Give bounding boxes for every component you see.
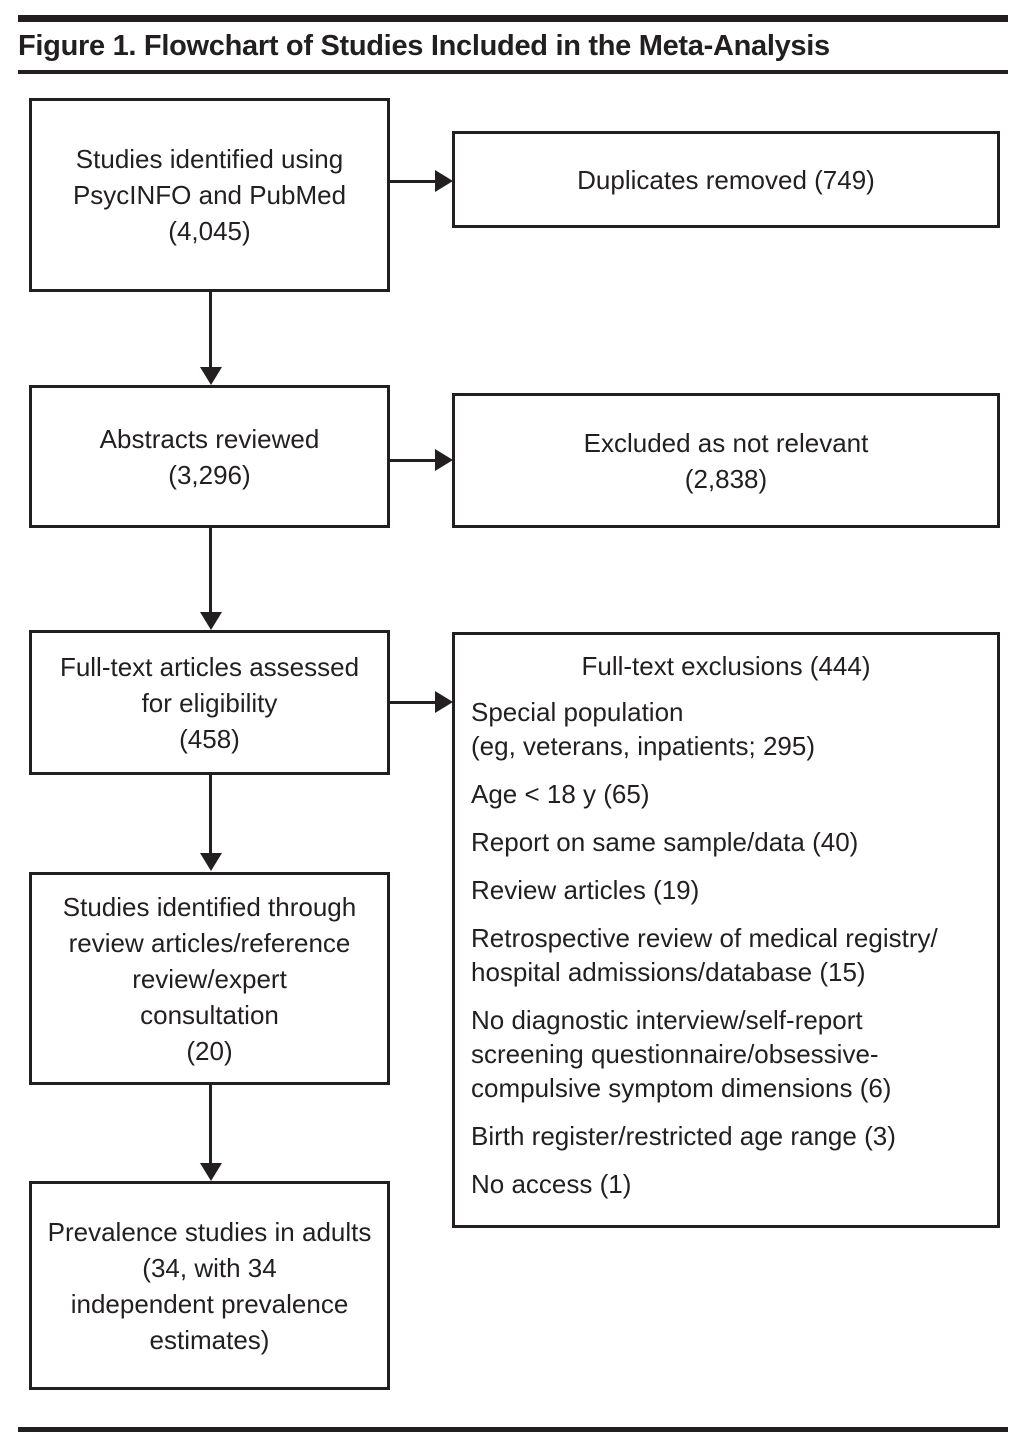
node-studies-through-review-label: Studies identified through review articl… xyxy=(62,891,357,1066)
connector-abstracts-to-excluded-line xyxy=(390,459,437,462)
title-underline-rule xyxy=(18,70,1008,74)
connector-identified-to-duplicates-line xyxy=(390,180,437,183)
node-abstracts-reviewed: Abstracts reviewed (3,296) xyxy=(29,385,390,528)
connector-fulltext-to-otherstudies-arrowhead xyxy=(200,853,222,871)
node-duplicates-removed: Duplicates removed (749) xyxy=(452,131,1000,228)
node-duplicates-removed-label: Duplicates removed (749) xyxy=(577,164,875,195)
connector-identified-to-abstracts-line xyxy=(209,292,212,369)
exclusion-item-retrospective-review: Retrospective review of medical registry… xyxy=(471,923,938,987)
node-prevalence-studies-included-label: Prevalence studies in adults (34, with 3… xyxy=(47,1216,372,1355)
connector-abstracts-to-excluded-arrowhead xyxy=(435,449,453,471)
node-studies-through-review: Studies identified through review articl… xyxy=(29,872,390,1085)
node-abstracts-reviewed-label: Abstracts reviewed (3,296) xyxy=(99,423,320,490)
panel-fulltext-exclusions: Full-text exclusions (444) Special popul… xyxy=(452,632,1000,1228)
node-studies-identified-label: Studies identified using PsycINFO and Pu… xyxy=(72,144,347,246)
connector-otherstudies-to-included-line xyxy=(209,1085,212,1165)
connector-fulltext-to-otherstudies-line xyxy=(209,775,212,855)
node-prevalence-studies-included: Prevalence studies in adults (34, with 3… xyxy=(29,1181,390,1390)
connector-identified-to-abstracts-arrowhead xyxy=(200,367,222,385)
node-excluded-not-relevant-label: Excluded as not relevant (2,838) xyxy=(583,427,869,494)
node-excluded-not-relevant: Excluded as not relevant (2,838) xyxy=(452,393,1000,528)
connector-fulltext-to-exclusions-line xyxy=(390,701,437,704)
connector-abstracts-to-fulltext-line xyxy=(209,528,212,614)
exclusion-item-age-under-18: Age < 18 y (65) xyxy=(471,779,650,809)
node-fulltext-assessed-label: Full-text articles assessed for eligibil… xyxy=(59,651,360,754)
exclusion-item-no-access: No access (1) xyxy=(471,1169,632,1199)
bottom-rule xyxy=(18,1427,1008,1432)
exclusion-item-no-diagnostic-interview: No diagnostic interview/self-report scre… xyxy=(471,1005,892,1103)
node-studies-identified: Studies identified using PsycINFO and Pu… xyxy=(29,98,390,292)
connector-fulltext-to-exclusions-arrowhead xyxy=(435,691,453,713)
connector-otherstudies-to-included-arrowhead xyxy=(200,1163,222,1181)
node-fulltext-assessed: Full-text articles assessed for eligibil… xyxy=(29,630,390,775)
top-rule xyxy=(18,15,1008,22)
exclusion-item-birth-register: Birth register/restricted age range (3) xyxy=(471,1121,896,1151)
connector-abstracts-to-fulltext-arrowhead xyxy=(200,612,222,630)
exclusion-item-same-sample: Report on same sample/data (40) xyxy=(471,827,859,857)
exclusion-item-review-articles: Review articles (19) xyxy=(471,875,700,905)
exclusion-item-special-population: Special population (eg, veterans, inpati… xyxy=(471,697,815,761)
connector-identified-to-duplicates-arrowhead xyxy=(435,170,453,192)
panel-fulltext-exclusions-heading: Full-text exclusions (444) xyxy=(581,651,871,681)
figure-title: Figure 1. Flowchart of Studies Included … xyxy=(18,30,830,62)
